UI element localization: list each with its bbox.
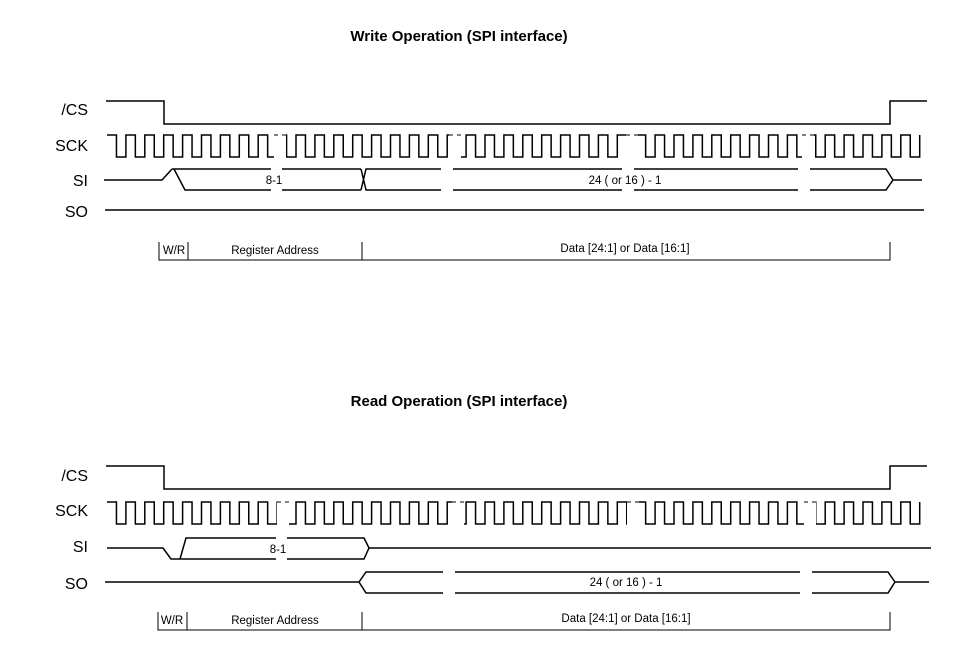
read-sck-gaps xyxy=(277,500,816,526)
read-sck-label: SCK xyxy=(55,503,88,520)
write-si-waveform: 8-1 24 ( or 16 ) - 1 xyxy=(104,164,922,195)
clock-break xyxy=(449,133,461,159)
read-si-addr-bits: 8-1 xyxy=(270,544,287,556)
read-si-label: SI xyxy=(73,539,88,556)
write-so-label: SO xyxy=(65,204,88,221)
read-title: Read Operation (SPI interface) xyxy=(351,393,568,410)
read-cs-waveform xyxy=(106,465,927,490)
read-cs-label: /CS xyxy=(61,468,88,485)
clock-break xyxy=(802,133,814,159)
write-sck-label: SCK xyxy=(55,138,88,155)
write-sck-gaps xyxy=(274,133,814,159)
clock-break xyxy=(627,500,639,526)
read-sck-waveform xyxy=(107,501,921,525)
write-cs-waveform xyxy=(106,100,927,125)
write-sck-waveform xyxy=(107,134,921,158)
clock-break xyxy=(277,500,289,526)
write-data-field: Data [24:1] or Data [16:1] xyxy=(560,243,689,255)
read-si-waveform: 8-1 xyxy=(107,533,931,564)
write-cs-label: /CS xyxy=(61,102,88,119)
write-wr-field: W/R xyxy=(163,245,185,257)
write-title: Write Operation (SPI interface) xyxy=(350,28,567,45)
read-so-label: SO xyxy=(65,576,88,593)
write-si-label: SI xyxy=(73,173,88,190)
write-si-addr-bits: 8-1 xyxy=(266,175,283,187)
write-field-bracket: W/R Register Address Data [24:1] or Data… xyxy=(158,242,891,261)
read-operation: Read Operation (SPI interface) /CS SCK S… xyxy=(55,393,931,631)
read-so-waveform: 24 ( or 16 ) - 1 xyxy=(105,567,929,598)
read-field-bracket: W/R Register Address Data [24:1] or Data… xyxy=(157,612,891,631)
write-operation: Write Operation (SPI interface) /CS SCK … xyxy=(55,28,927,261)
clock-break xyxy=(274,133,286,159)
clock-break xyxy=(804,500,816,526)
write-register-address-field: Register Address xyxy=(231,245,319,257)
write-si-data-bits: 24 ( or 16 ) - 1 xyxy=(589,175,662,187)
read-register-address-field: Register Address xyxy=(231,615,319,627)
clock-break xyxy=(452,500,464,526)
read-so-data-bits: 24 ( or 16 ) - 1 xyxy=(590,577,663,589)
read-wr-field: W/R xyxy=(161,615,183,627)
read-data-field: Data [24:1] or Data [16:1] xyxy=(561,613,690,625)
clock-break xyxy=(626,133,638,159)
